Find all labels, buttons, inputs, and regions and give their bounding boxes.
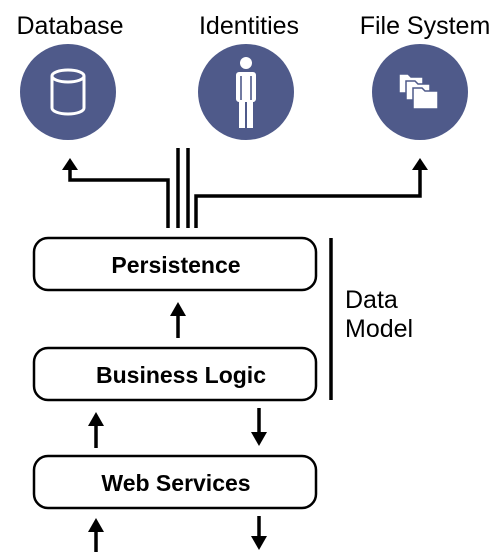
persistence-box: Persistence [32, 236, 318, 292]
web-services-label: Web Services [101, 470, 250, 496]
database-label: Database [16, 12, 123, 40]
file-system-label: File System [360, 12, 491, 40]
web-services-box: Web Services [32, 454, 318, 510]
business-logic-box: Business Logic [32, 346, 318, 402]
arrow-web-to-client [251, 516, 267, 550]
identities-label: Identities [199, 12, 299, 40]
arrow-business-to-persistence [170, 302, 186, 338]
arrow-web-to-business [88, 412, 104, 448]
database-icon [20, 44, 116, 140]
person-icon [198, 44, 294, 140]
business-logic-label: Business Logic [96, 362, 266, 388]
folder-stack-icon [372, 44, 468, 140]
arrow-business-to-web [251, 408, 267, 446]
persistence-label: Persistence [111, 252, 240, 278]
data-model-label-line2: Model [345, 315, 413, 343]
arrow-client-to-web [88, 518, 104, 552]
data-model-label-line1: Data [345, 286, 398, 314]
resource-connectors [62, 148, 428, 228]
